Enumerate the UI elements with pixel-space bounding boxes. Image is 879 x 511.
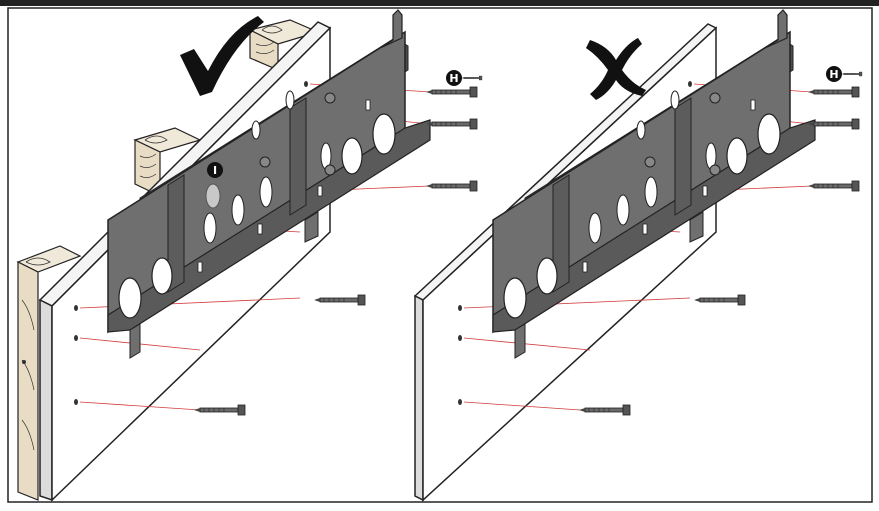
callout-hardware-label-right: H	[829, 68, 838, 81]
callout-hardware-right: H	[826, 66, 863, 82]
wood-stud-middle	[133, 127, 202, 197]
top-border-bar	[0, 0, 879, 6]
callout-washer-label: I	[213, 164, 217, 177]
cross-mark-icon	[586, 38, 646, 100]
callout-washer: I	[207, 162, 223, 178]
panel-incorrect: H	[413, 0, 863, 502]
wood-stud-bottom	[16, 245, 82, 501]
panel-correct: I H	[16, 0, 483, 502]
callout-hardware-left: H	[446, 70, 483, 86]
check-mark-icon	[180, 16, 264, 96]
panel-frame	[7, 7, 873, 503]
callout-hardware-label: H	[449, 72, 458, 85]
washer	[205, 183, 221, 209]
